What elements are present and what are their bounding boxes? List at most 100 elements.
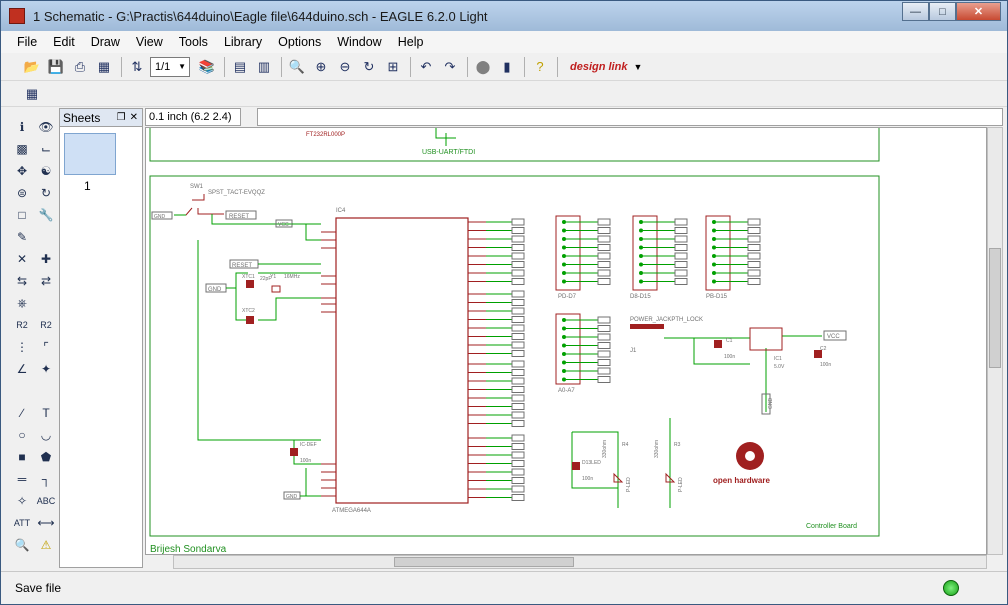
vertical-scroll-thumb[interactable] — [989, 248, 1001, 368]
pin-box — [511, 227, 525, 234]
sheet-select[interactable]: 1/1▼ — [150, 56, 190, 77]
replace-icon[interactable]: ⎈ — [17, 295, 27, 310]
library-icon[interactable]: 📚 — [198, 58, 216, 74]
net-icon[interactable]: ┐ — [41, 472, 51, 486]
menu-draw[interactable]: Draw — [90, 35, 120, 49]
group-icon[interactable]: □ — [18, 208, 26, 222]
rect-icon[interactable]: ■ — [18, 450, 26, 464]
text-icon[interactable]: T — [42, 406, 50, 420]
reset-net-label: RESET — [232, 263, 252, 269]
open-icon[interactable]: 📂 — [23, 58, 41, 74]
display-icon[interactable]: ▩ — [16, 142, 28, 156]
cam-icon[interactable]: ▦ — [97, 58, 111, 74]
board-switch-icon[interactable]: ⇅ — [131, 58, 143, 74]
sheet-thumbnail[interactable] — [64, 133, 116, 175]
info-icon[interactable]: ℹ — [19, 120, 25, 134]
arc-icon[interactable]: ◡ — [40, 428, 52, 442]
wire-icon[interactable]: ∕ — [20, 406, 23, 420]
horizontal-scroll-thumb[interactable] — [394, 557, 574, 567]
label-icon[interactable]: ABC — [36, 496, 56, 506]
restore-icon[interactable]: ❐ — [116, 112, 126, 123]
window-title: 1 Schematic - G:\Practis\644duino\Eagle … — [33, 8, 488, 24]
polygon-icon[interactable]: ⬟ — [40, 450, 52, 464]
vertical-scrollbar[interactable] — [987, 127, 1003, 555]
title-bar[interactable]: 1 Schematic - G:\Practis\644duino\Eagle … — [1, 1, 1007, 31]
paste-icon[interactable]: ✎ — [16, 230, 28, 244]
ulp-icon[interactable]: ▥ — [257, 58, 271, 74]
pin-box — [511, 333, 525, 340]
pin-box — [597, 235, 611, 243]
mark-icon[interactable]: ⌙ — [40, 142, 52, 156]
minimize-button[interactable]: — — [902, 2, 929, 21]
copy-icon[interactable]: ☯ — [40, 164, 52, 178]
show-icon[interactable]: 👁 — [38, 120, 54, 134]
header-pin — [562, 352, 566, 356]
move-icon[interactable]: ✥ — [16, 164, 28, 178]
help-icon[interactable]: ? — [536, 59, 544, 74]
erc-icon[interactable]: 🔍 — [14, 538, 30, 552]
rotate-icon[interactable]: ↻ — [40, 186, 52, 200]
undo-icon[interactable]: ↶ — [420, 58, 432, 74]
menu-tools[interactable]: Tools — [178, 35, 208, 49]
junction-icon[interactable]: ✧ — [16, 494, 28, 508]
zoom-out-icon[interactable]: ⊖ — [339, 58, 351, 74]
delete-icon[interactable]: ✕ — [16, 252, 28, 266]
pin-box — [597, 376, 611, 383]
design-link-logo[interactable]: design link — [570, 60, 628, 73]
zoom-select-icon[interactable]: ⊞ — [387, 58, 399, 74]
script-icon[interactable]: ▤ — [233, 58, 247, 74]
smash-icon[interactable]: ⋮ — [16, 340, 28, 354]
menu-edit[interactable]: Edit — [53, 35, 75, 49]
header-pin — [712, 245, 716, 250]
value-icon[interactable]: R2 — [40, 320, 52, 330]
attribute-icon[interactable]: ATT — [13, 518, 31, 528]
blank-icon — [35, 226, 57, 248]
pin-box — [511, 307, 525, 315]
schematic-canvas[interactable]: FT232RL000P USB-UART/FTDI Controller Boa… — [145, 127, 987, 555]
gateswap-icon[interactable]: ⇄ — [40, 274, 52, 288]
menu-options[interactable]: Options — [278, 35, 322, 49]
decoupling-cap: IC-DEF 100n — [290, 440, 321, 465]
print-icon[interactable]: ⎙ — [74, 58, 86, 74]
pin-box — [747, 252, 761, 260]
mirror-icon[interactable]: ⊜ — [16, 186, 28, 200]
menu-file[interactable]: File — [17, 35, 38, 49]
name-icon[interactable]: R2 — [16, 320, 28, 330]
maximize-button[interactable]: □ — [929, 2, 956, 21]
save-icon[interactable]: 💾 — [47, 58, 65, 74]
miter-icon[interactable]: ⌜ — [43, 340, 49, 354]
redo-icon[interactable]: ↷ — [444, 58, 456, 74]
split-icon[interactable]: ∠ — [16, 362, 28, 376]
header-pin — [562, 369, 566, 373]
go-icon[interactable]: ▮ — [503, 58, 511, 74]
sheets-panel: Sheets ❐ ✕ 1 — [59, 108, 143, 568]
invoke-icon[interactable]: ✦ — [40, 362, 52, 376]
grid-icon[interactable]: ▦ — [25, 85, 39, 101]
circle-icon[interactable]: ○ — [18, 428, 26, 442]
command-line-input[interactable] — [257, 108, 1003, 126]
menu-library[interactable]: Library — [223, 35, 263, 49]
menu-window[interactable]: Window — [337, 35, 382, 49]
errors-icon[interactable]: ⚠ — [40, 538, 52, 552]
coordinate-bar: 0.1 inch (6.2 2.4) — [145, 108, 1003, 126]
close-button[interactable]: ✕ — [956, 2, 1001, 21]
zoom-in-icon[interactable]: ⊕ — [315, 58, 327, 74]
horizontal-scrollbar[interactable] — [173, 555, 987, 569]
mcu-vcc-label: VCC — [278, 222, 289, 228]
pin-box — [511, 403, 525, 410]
chevron-down-icon[interactable]: ▼ — [633, 61, 643, 72]
switch-ref: SW1 — [190, 184, 204, 190]
menu-help[interactable]: Help — [397, 35, 424, 49]
zoom-fit-icon[interactable]: 🔍 — [288, 58, 306, 74]
menu-view[interactable]: View — [135, 35, 163, 49]
redraw-icon[interactable]: ↻ — [363, 58, 375, 74]
stop-icon[interactable]: ⬤ — [475, 58, 491, 74]
pin-box — [511, 477, 525, 484]
bus-icon[interactable]: ═ — [17, 472, 27, 486]
add-icon[interactable]: ✚ — [40, 252, 52, 266]
dimension-icon[interactable]: ⟷ — [37, 516, 55, 530]
change-icon[interactable]: 🔧 — [38, 208, 54, 222]
close-icon[interactable]: ✕ — [129, 112, 138, 123]
pinswap-icon[interactable]: ⇆ — [16, 274, 28, 288]
pin-box — [511, 386, 525, 393]
